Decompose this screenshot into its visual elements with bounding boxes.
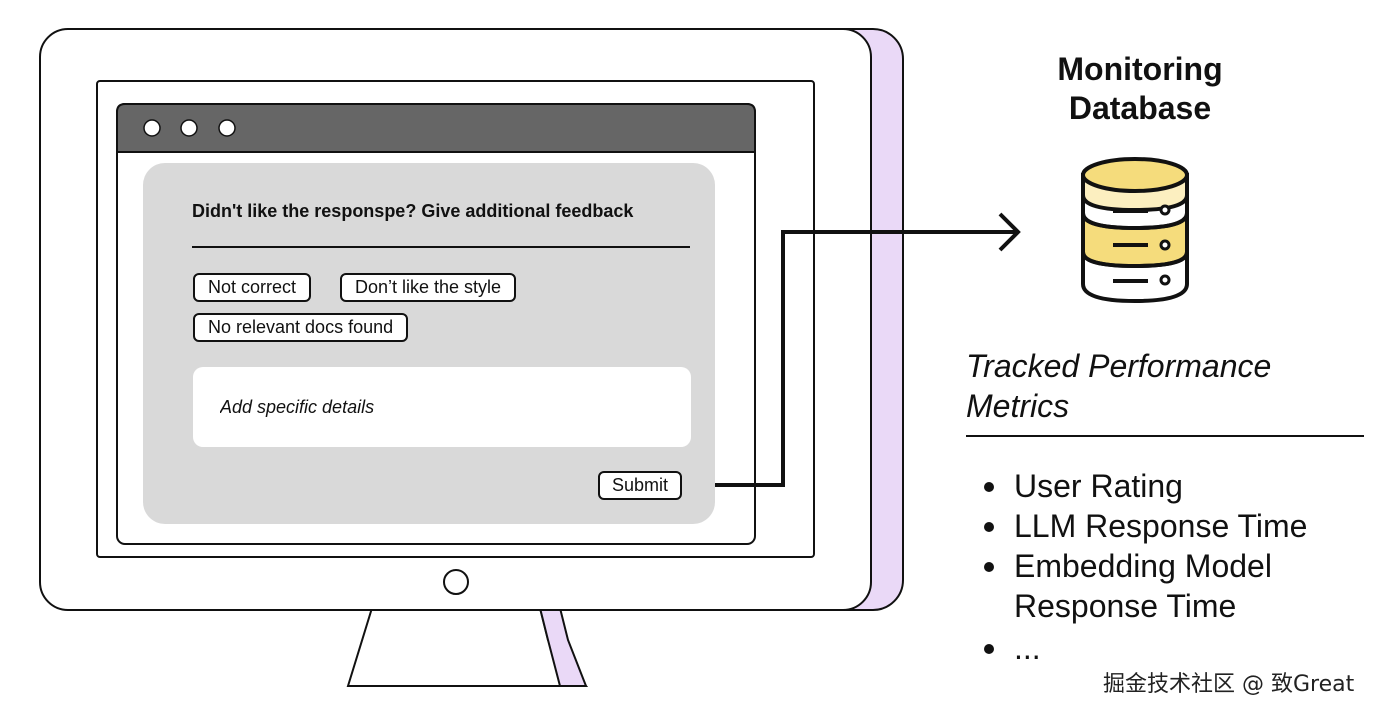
title-divider <box>192 246 690 248</box>
database-icon <box>1081 157 1189 304</box>
window-dot-icon[interactable] <box>143 119 161 137</box>
metric-item: ... <box>982 628 1382 668</box>
metric-item: User Rating <box>982 466 1382 506</box>
chip-not-correct[interactable]: Not correct <box>193 273 312 302</box>
details-input[interactable] <box>193 367 691 447</box>
submit-button[interactable]: Submit <box>598 471 683 500</box>
browser-title-bar <box>116 103 756 153</box>
metrics-title-line1: Tracked Performance <box>966 348 1272 384</box>
metrics-title-line2: Metrics <box>966 388 1070 424</box>
metrics-list: User Rating LLM Response Time Embedding … <box>982 466 1382 668</box>
metric-item: LLM Response Time <box>982 506 1382 546</box>
window-dot-icon[interactable] <box>180 119 198 137</box>
database-title-line1: Monitoring <box>1057 51 1223 87</box>
arrow-head-icon <box>998 212 1021 252</box>
metrics-title: Tracked Performance Metrics <box>966 346 1366 426</box>
power-button[interactable] <box>443 569 469 595</box>
feedback-title: Didn't like the responspe? Give addition… <box>192 201 634 221</box>
metrics-divider <box>966 435 1364 437</box>
database-title: Monitoring Database <box>1020 50 1260 128</box>
feedback-dialog: Didn't like the responspe? Give addition… <box>143 163 715 524</box>
database-title-line2: Database <box>1068 90 1212 126</box>
metric-item-continuation: Response Time <box>1014 588 1237 624</box>
watermark: 掘金技术社区 @ 致Great <box>1103 672 1355 697</box>
metric-item: Embedding Model <box>982 546 1382 586</box>
chip-dont-like-style[interactable]: Don’t like the style <box>340 273 517 302</box>
chip-no-relevant-docs[interactable]: No relevant docs found <box>193 313 409 342</box>
connector-line <box>707 230 1016 487</box>
monitor-stand <box>346 607 589 687</box>
window-dot-icon[interactable] <box>218 119 236 137</box>
